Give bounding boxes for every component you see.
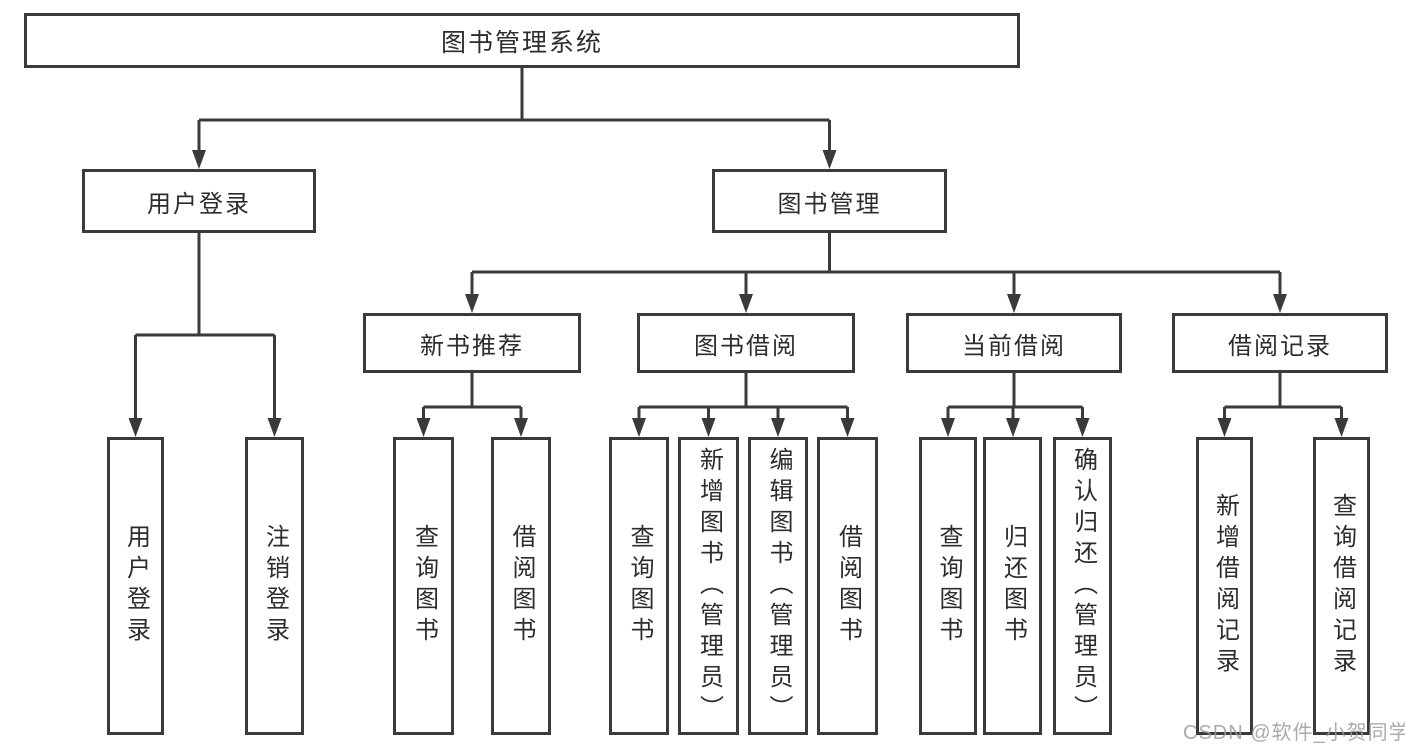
- leaf-label: 确认归还（管理员）: [1069, 446, 1097, 726]
- leaf-return-books: 归还图书: [983, 437, 1042, 735]
- leaf-label: 查询图书: [410, 524, 438, 648]
- leaf-edit-books-admin: 编辑图书（管理员）: [748, 437, 808, 735]
- leaf-query-books-borrow: 查询图书: [609, 437, 669, 735]
- node-current-borrow: 当前借阅: [906, 313, 1122, 373]
- leaf-label: 查询图书: [935, 524, 962, 648]
- arrow-down-icon: [1007, 294, 1021, 313]
- leaf-label: 编辑图书（管理员）: [765, 446, 792, 726]
- node-label: 图书管理系统: [440, 28, 603, 57]
- arrow-down-icon: [739, 294, 753, 313]
- leaf-label: 查询图书: [626, 524, 653, 648]
- arrow-down-icon: [514, 418, 528, 437]
- node-label: 借阅记录: [1228, 332, 1332, 360]
- leaf-query-borrow-record: 查询借阅记录: [1313, 437, 1370, 735]
- leaf-borrow-books-recommend: 借阅图书: [491, 437, 551, 735]
- node-borrow-records: 借阅记录: [1172, 313, 1388, 373]
- leaf-query-books-current: 查询图书: [919, 437, 977, 735]
- node-label: 图书借阅: [694, 332, 798, 360]
- arrow-down-icon: [941, 418, 955, 437]
- leaf-borrow-books: 借阅图书: [817, 437, 878, 735]
- leaf-query-books-recommend: 查询图书: [393, 437, 454, 735]
- arrow-down-icon: [822, 150, 837, 169]
- arrow-down-icon: [128, 418, 143, 437]
- node-new-book-recommend: 新书推荐: [363, 313, 581, 373]
- arrow-down-icon: [1075, 418, 1090, 437]
- arrow-down-icon: [701, 418, 716, 437]
- connector-book-management-to-level3: [465, 233, 1287, 313]
- node-book-management: 图书管理: [712, 169, 947, 233]
- leaf-label: 借阅图书: [508, 524, 535, 648]
- leaf-add-books-admin: 新增图书（管理员）: [678, 437, 739, 735]
- arrow-down-icon: [1334, 418, 1349, 437]
- arrow-down-icon: [1217, 418, 1232, 437]
- node-label: 当前借阅: [962, 332, 1066, 360]
- arrow-down-icon: [192, 150, 206, 169]
- leaf-user-login: 用户登录: [107, 437, 164, 735]
- leaf-label: 新增借阅记录: [1211, 493, 1239, 679]
- connector-current-borrow-to-leaves: [941, 373, 1090, 437]
- leaf-confirm-return-admin: 确认归还（管理员）: [1053, 437, 1112, 735]
- arrow-down-icon: [267, 418, 282, 437]
- leaf-label: 借阅图书: [834, 524, 862, 648]
- node-book-borrow: 图书借阅: [637, 313, 855, 373]
- arrow-down-icon: [632, 418, 646, 437]
- node-user-login: 用户登录: [82, 169, 316, 233]
- connector-new-book-to-leaves: [416, 373, 528, 437]
- node-label: 新书推荐: [420, 332, 524, 360]
- arrow-down-icon: [840, 418, 855, 437]
- arrow-down-icon: [1273, 294, 1287, 313]
- connector-root-to-level2: [192, 68, 837, 169]
- leaf-logout: 注销登录: [245, 437, 304, 735]
- csdn-watermark: CSDN @软件_小贺同学: [1183, 722, 1405, 744]
- leaf-label: 归还图书: [999, 524, 1027, 648]
- node-root-library-system: 图书管理系统: [24, 13, 1020, 68]
- connector-borrow-records-to-leaves: [1217, 373, 1349, 437]
- connector-book-borrow-to-leaves: [632, 373, 855, 437]
- connector-user-login-to-leaves: [128, 233, 282, 437]
- leaf-add-borrow-record: 新增借阅记录: [1196, 437, 1253, 735]
- node-label: 用户登录: [147, 190, 251, 218]
- node-label: 图书管理: [777, 190, 882, 218]
- leaf-label: 注销登录: [261, 524, 289, 648]
- leaf-label: 新增图书（管理员）: [695, 446, 723, 726]
- leaf-label: 用户登录: [122, 524, 150, 648]
- arrow-down-icon: [416, 418, 431, 437]
- arrow-down-icon: [771, 418, 785, 437]
- arrow-down-icon: [1006, 418, 1020, 437]
- arrow-down-icon: [465, 294, 479, 313]
- leaf-label: 查询借阅记录: [1328, 493, 1356, 679]
